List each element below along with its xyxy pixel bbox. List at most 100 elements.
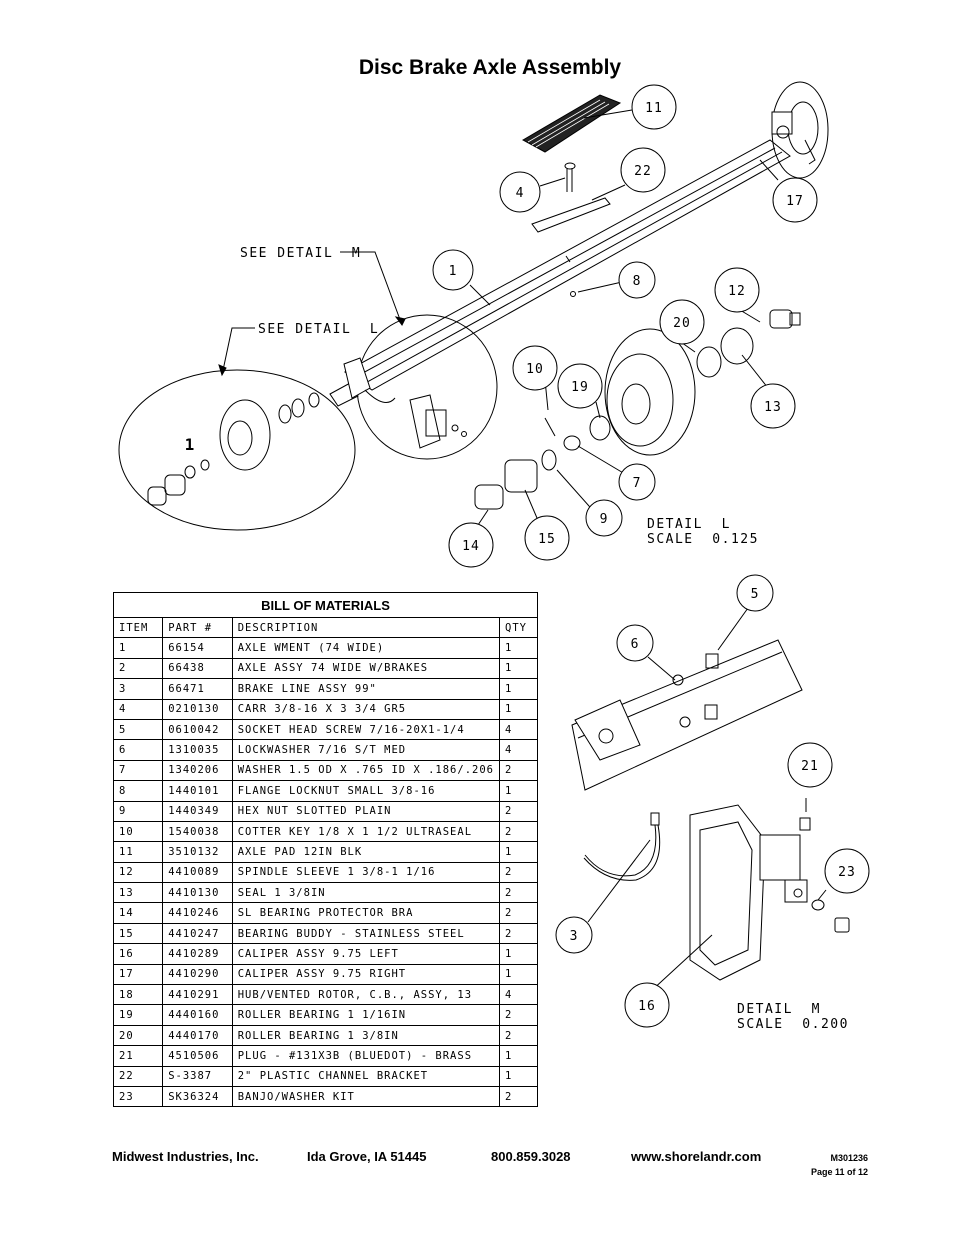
bom-part-number: 0210130 (162, 698, 233, 720)
bom-qty: 2 (499, 759, 538, 782)
bom-description: SOCKET HEAD SCREW 7/16-20X1-1/4 (231, 718, 501, 741)
bom-qty: 1 (499, 963, 538, 986)
callout-6-text: 6 (631, 637, 640, 652)
bom-description: ROLLER BEARING 1 1/16IN (231, 1004, 501, 1026)
axle-pad (521, 94, 622, 153)
bom-item: 23 (112, 1085, 164, 1108)
callout-17-text: 17 (786, 194, 804, 209)
callout-20-text: 20 (673, 316, 691, 331)
callout-15-text: 15 (538, 532, 556, 547)
bom-part-number: 4410089 (162, 861, 233, 884)
small-caliper (409, 394, 467, 449)
bom-part-number: 1440101 (162, 780, 233, 802)
callout-20 (659, 299, 705, 345)
bom-item: 15 (112, 922, 164, 945)
callout-3 (555, 916, 593, 954)
callout-1-text: 1 (449, 264, 458, 279)
callout-10 (512, 345, 558, 391)
bom-qty: 1 (499, 678, 538, 700)
bom-item: 8 (112, 780, 164, 802)
bom-item: 14 (112, 902, 164, 924)
bom-qty: 1 (499, 637, 538, 659)
bom-qty: 4 (499, 739, 538, 761)
bom-item: 17 (112, 963, 164, 986)
bom-description: PLUG - #131X3B (BLUEDOT) - BRASS (231, 1045, 501, 1067)
bom-part-number: 4510506 (162, 1045, 233, 1067)
bom-description: SPINDLE SLEEVE 1 3/8-1 1/16 (231, 861, 501, 884)
bom-qty: 2 (499, 1024, 538, 1047)
callout-11 (631, 84, 677, 130)
bom-qty: 1 (499, 780, 538, 802)
bom-description: FLANGE LOCKNUT SMALL 3/8-16 (231, 780, 501, 802)
bill-of-materials-table: BILL OF MATERIALS ITEM PART # DESCRIPTIO… (112, 592, 538, 1108)
bom-part-number: 66438 (162, 657, 233, 680)
bom-part-number: 0610042 (162, 718, 233, 741)
page-title: Disc Brake Axle Assembly (358, 56, 622, 79)
bom-part-number: 1540038 (162, 820, 233, 843)
bom-qty: 1 (499, 943, 538, 965)
bom-description: WASHER 1.5 OD X .765 ID X .186/.206 (231, 759, 501, 782)
callout-4 (499, 171, 541, 213)
callout-23-text: 23 (838, 865, 856, 880)
bom-part-number: SK36324 (162, 1085, 233, 1108)
callout-13 (750, 383, 796, 429)
bom-qty: 2 (499, 922, 538, 945)
bom-part-number: S-3387 (162, 1065, 233, 1087)
footer-location: Ida Grove, IA 51445 (307, 1149, 427, 1164)
bom-part-number: 4410290 (162, 963, 233, 986)
bom-item: 1 (112, 637, 164, 659)
bom-qty: 1 (499, 698, 538, 720)
callout-16 (624, 982, 670, 1028)
axle-beam (344, 139, 791, 391)
bom-item: 5 (112, 718, 164, 741)
bom-item: 11 (112, 841, 164, 863)
detail-l-ellipse (118, 369, 356, 531)
callout-4-text: 4 (516, 186, 525, 201)
bom-item: 2 (112, 657, 164, 680)
bom-description: CARR 3/8-16 X 3 3/4 GR5 (231, 698, 501, 720)
bom-item: 10 (112, 820, 164, 843)
bom-qty: 1 (499, 1045, 538, 1067)
callout-3-text: 3 (570, 929, 579, 944)
bom-item: 21 (112, 1045, 164, 1067)
bom-qty: 2 (499, 882, 538, 904)
footer-website[interactable]: www.shorelandr.com (631, 1149, 762, 1164)
callout-19-text: 19 (571, 380, 589, 395)
bom-item: 13 (112, 882, 164, 904)
bom-description: COTTER KEY 1/8 X 1 1/2 ULTRASEAL (231, 820, 501, 843)
bom-item: 6 (112, 739, 164, 761)
channel-bracket (531, 197, 611, 233)
footer-phone: 800.859.3028 (491, 1149, 571, 1164)
right-hub-rotor (771, 81, 829, 179)
item-1-label: 1 (185, 435, 196, 454)
bom-title: BILL OF MATERIALS (113, 592, 538, 618)
bom-description: CALIPER ASSY 9.75 LEFT (231, 943, 501, 965)
detail-l-title: DETAIL L (647, 517, 731, 532)
detail-m-axle (571, 639, 803, 791)
footer-page-number: Page 11 of 12 (810, 1167, 868, 1177)
callout-22 (620, 147, 666, 193)
main-hub-rotor (474, 309, 801, 510)
bom-header-qty: QTY (499, 616, 538, 639)
callout-14 (448, 522, 494, 568)
callout-5-text: 5 (751, 587, 760, 602)
bom-qty: 1 (499, 841, 538, 863)
bom-description: SEAL 1 3/8IN (231, 882, 501, 904)
